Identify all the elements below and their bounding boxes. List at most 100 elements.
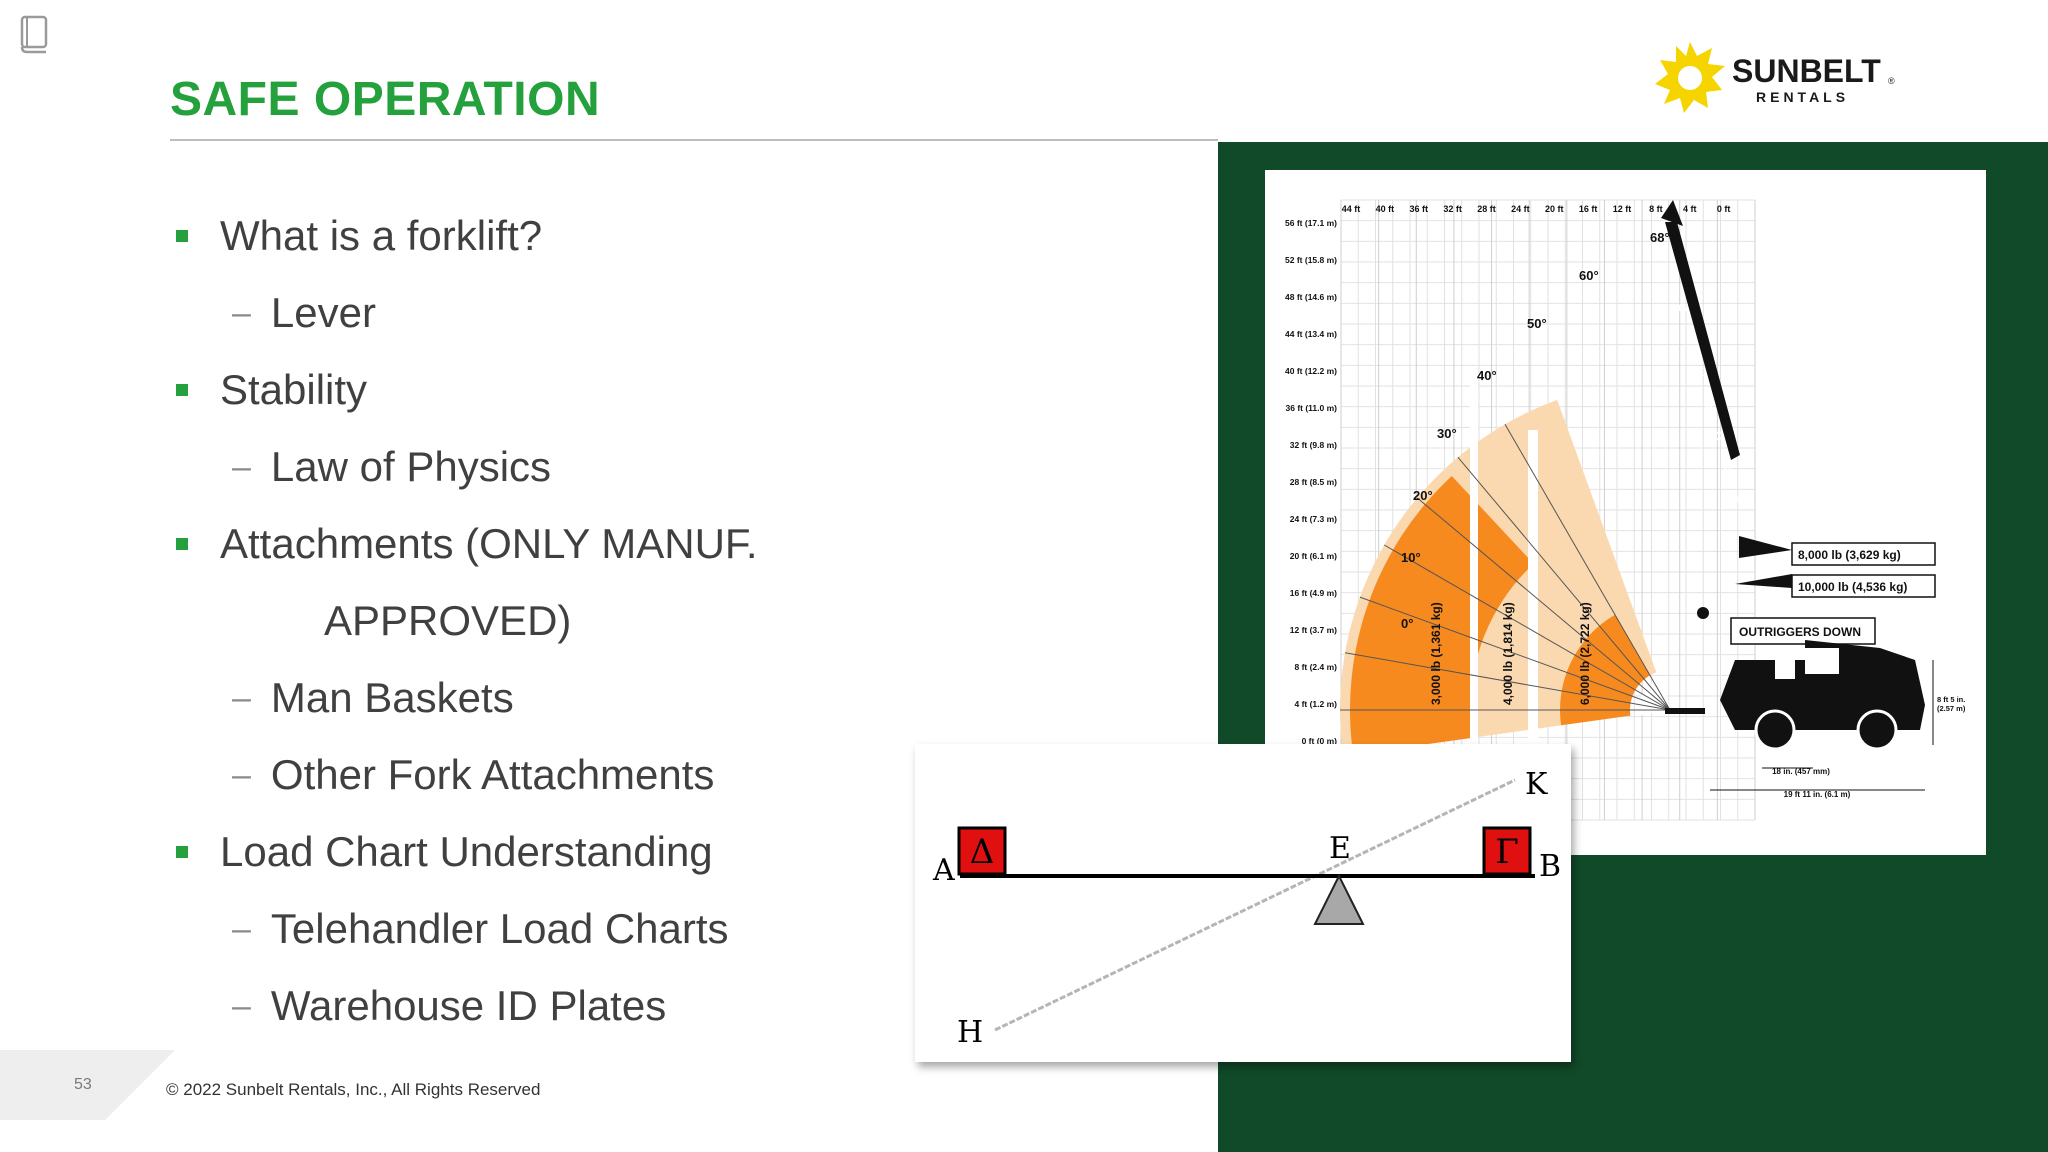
- boom-letter: G: [1678, 301, 1687, 315]
- left-tick-label: 52 ft (15.8 m): [1285, 255, 1337, 265]
- bullet-text: Load Chart Understanding: [220, 828, 713, 875]
- angle-label: 10°: [1401, 550, 1421, 565]
- telehandler-wheel: [1856, 709, 1898, 751]
- label-k: K: [1525, 767, 1548, 802]
- angle-line: [1457, 456, 1671, 711]
- label-h: H: [957, 1015, 983, 1050]
- angle-label: 30°: [1437, 426, 1457, 441]
- left-tick-label: 40 ft (12.2 m): [1285, 366, 1337, 376]
- angle-label: 50°: [1527, 316, 1547, 331]
- top-tick-label: 4 ft: [1683, 204, 1697, 214]
- left-tick-label: 8 ft (2.4 m): [1294, 662, 1337, 672]
- dash-marker: –: [232, 755, 251, 794]
- callout-pointer: [1735, 574, 1792, 588]
- bullet-item: What is a forklift?: [176, 212, 542, 260]
- outrigger-point: [1697, 607, 1709, 619]
- boom-letter: H: [1669, 269, 1678, 283]
- telehandler-window: [1805, 648, 1839, 674]
- bullet-text: Warehouse ID Plates: [270, 982, 667, 1029]
- bullet-item: Attachments (ONLY MANUF.: [176, 520, 758, 568]
- logo-registered: ®: [1888, 76, 1895, 86]
- angle-line: [1504, 423, 1671, 711]
- top-tick-label: 32 ft: [1443, 204, 1462, 214]
- sun-icon: [1655, 42, 1725, 113]
- top-tick-label: 28 ft: [1477, 204, 1496, 214]
- zone-separator: [1470, 370, 1478, 830]
- left-tick-label: 36 ft (11.0 m): [1286, 403, 1338, 413]
- left-tick-label: 4 ft (1.2 m): [1294, 699, 1337, 709]
- bullet-text: Telehandler Load Charts: [270, 905, 729, 952]
- slide-title: SAFE OPERATION: [170, 73, 601, 126]
- bullet-text: Attachments (ONLY MANUF.: [220, 520, 758, 567]
- label-b: B: [1539, 849, 1561, 884]
- top-tick-label: 12 ft: [1613, 204, 1632, 214]
- telehandler-window: [1775, 655, 1795, 679]
- bullet-square-icon: [176, 230, 188, 242]
- fulcrum-triangle: [1313, 873, 1365, 925]
- sub-bullet-item: –Warehouse ID Plates: [232, 982, 666, 1030]
- left-tick-label: 44 ft (13.4 m): [1285, 329, 1337, 339]
- top-tick-label: 44 ft: [1342, 204, 1361, 214]
- sunbelt-logo: SUNBELT ® RENTALS: [1652, 40, 1902, 118]
- dimension-height: 8 ft 5 in.: [1937, 695, 1965, 704]
- right-weight-box: [1482, 826, 1532, 876]
- bullet-square-icon: [176, 384, 188, 396]
- bullet-square-icon: [176, 538, 188, 550]
- telehandler-body: [1720, 640, 1925, 730]
- left-tick-label: 32 ft (9.8 m): [1290, 440, 1337, 450]
- label-e: E: [1329, 831, 1351, 866]
- angle-label: 60°: [1579, 268, 1599, 283]
- angle-label: 0°: [1401, 616, 1413, 631]
- bullet-item: Stability: [176, 366, 367, 414]
- bullet-text: Other Fork Attachments: [270, 751, 715, 798]
- top-tick-label: 0 ft: [1717, 204, 1731, 214]
- angle-line: [1416, 497, 1671, 711]
- dash-marker: –: [232, 909, 251, 948]
- bullet-item: Load Chart Understanding: [176, 828, 713, 876]
- left-tick-label: 28 ft (8.5 m): [1290, 477, 1337, 487]
- left-tick-label: 56 ft (17.1 m): [1285, 218, 1337, 228]
- boom-letter: D: [1705, 397, 1714, 411]
- bullet-square-icon: [176, 846, 188, 858]
- top-tick-label: 20 ft: [1545, 204, 1564, 214]
- sub-bullet-item: –Lever: [232, 289, 376, 337]
- load-zone-label: 4,000 lb (1,814 kg): [1501, 602, 1515, 705]
- dash-marker: –: [232, 447, 251, 486]
- telehandler-wheel: [1754, 709, 1796, 751]
- top-tick-label: 16 ft: [1579, 204, 1598, 214]
- callout-pointer: [1739, 536, 1792, 558]
- load-zone-label: 3,000 lb (1,361 kg): [1429, 602, 1443, 705]
- left-box-symbol: Δ: [970, 832, 995, 872]
- boom-letter: E: [1696, 365, 1704, 379]
- sub-bullet-item: –Other Fork Attachments: [232, 751, 714, 799]
- load-zone-label: 6,000 lb (2,722 kg): [1578, 602, 1592, 705]
- callout-10000: 10,000 lb (4,536 kg): [1798, 580, 1907, 594]
- bullet-text: APPROVED): [324, 597, 572, 644]
- dark-load-zone: [1350, 475, 1534, 755]
- bullet-text: What is a forklift?: [220, 212, 543, 259]
- dimension-wheel: 18 in. (457 mm): [1772, 767, 1830, 776]
- boom-letter: C: [1714, 429, 1723, 443]
- left-tick-label: 0 ft (0 m): [1302, 736, 1338, 746]
- bullet-text: Law of Physics: [270, 443, 552, 490]
- sub-bullet-item: –Law of Physics: [232, 443, 551, 491]
- dash-marker: –: [232, 678, 251, 717]
- dimension-length: 19 ft 11 in. (6.1 m): [1784, 790, 1851, 799]
- telehandler-forks: [1665, 708, 1705, 714]
- lever-diagonal-line: [994, 778, 1516, 1032]
- bullet-text: Man Baskets: [270, 674, 514, 721]
- dash-marker: –: [232, 986, 251, 1025]
- top-tick-label: 36 ft: [1409, 204, 1428, 214]
- book-icon[interactable]: [18, 14, 52, 54]
- bullet-text: Lever: [270, 289, 376, 336]
- callout-box: [1791, 574, 1936, 598]
- left-tick-label: 24 ft (7.3 m): [1290, 514, 1337, 524]
- boom-letter: B: [1723, 461, 1732, 475]
- left-weight-box: [957, 826, 1007, 876]
- callout-box: [1791, 542, 1936, 566]
- dimension-height-m: (2.57 m): [1937, 704, 1966, 713]
- page-number: 53: [74, 1076, 92, 1093]
- footer-page-band: [0, 1050, 175, 1120]
- boom-tip: [1661, 200, 1683, 226]
